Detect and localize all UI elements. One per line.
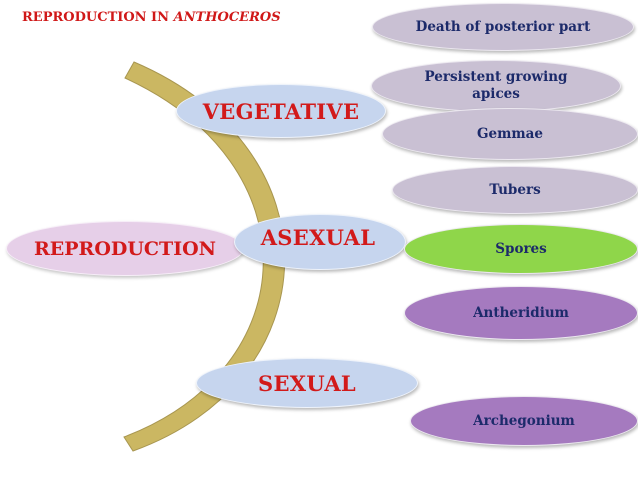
leaf-spores: Spores <box>404 224 638 274</box>
leaf-tubers: Tubers <box>392 166 638 214</box>
sexual-node: SEXUAL <box>196 358 418 408</box>
reproduction-node: REPRODUCTION <box>6 221 244 276</box>
leaf-antheridium: Antheridium <box>404 286 638 340</box>
leaf-gemmae: Gemmae <box>382 108 638 160</box>
leaf-persistent-growing-apices: Persistent growing apices <box>371 60 621 112</box>
page-title: REPRODUCTION IN ANTHOCEROS <box>22 10 281 25</box>
leaf-archegonium: Archegonium <box>410 396 638 446</box>
asexual-node: ASEXUAL <box>234 214 406 270</box>
leaf-death-of-posterior-part: Death of posterior part <box>372 3 634 51</box>
vegetative-node: VEGETATIVE <box>176 84 386 138</box>
